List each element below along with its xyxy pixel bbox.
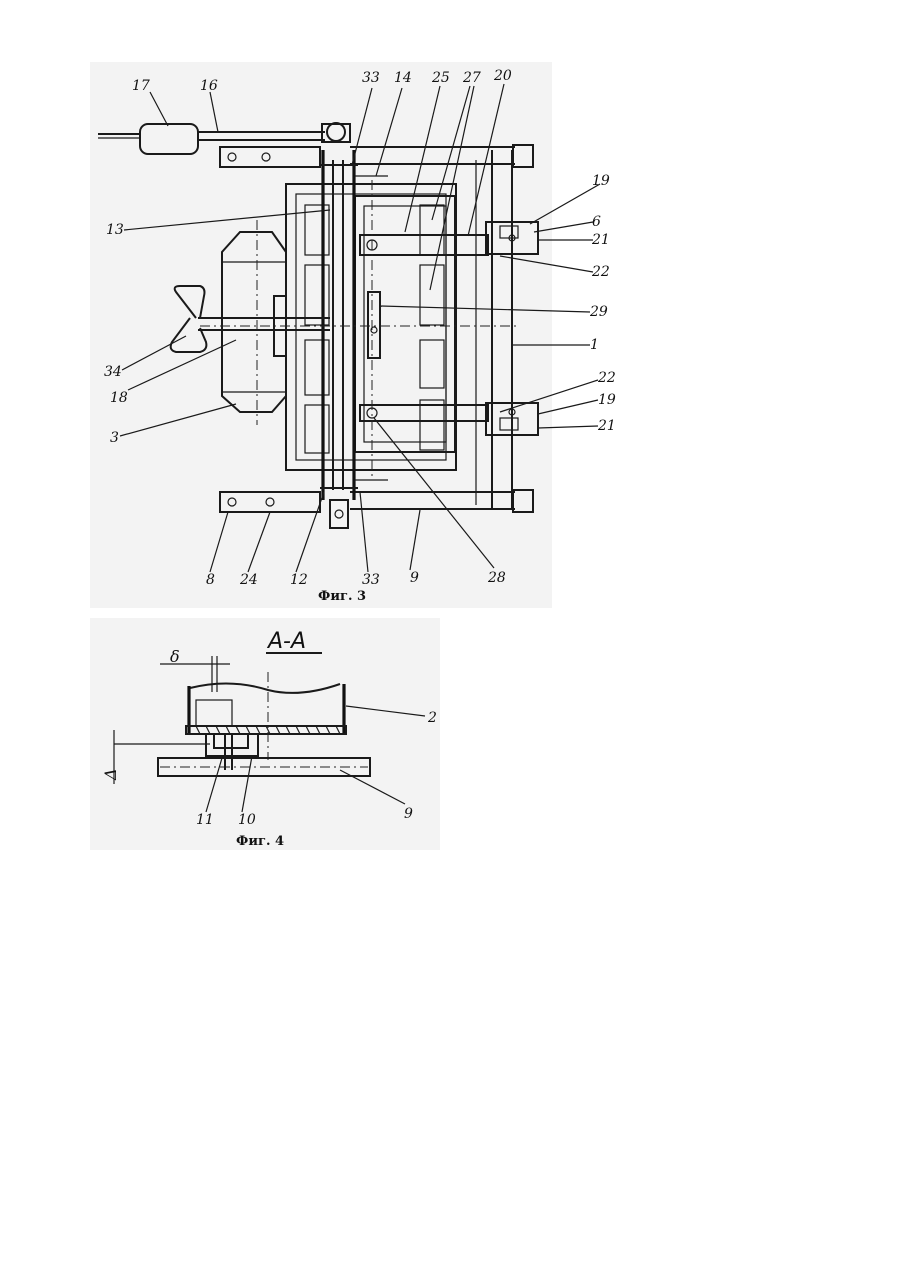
label-21-bottom: 21	[597, 418, 616, 434]
top-crossbar	[220, 145, 533, 167]
gap-dimension-delta: δ	[160, 647, 230, 692]
drum-3	[222, 232, 286, 412]
label-18: 18	[110, 390, 128, 406]
label-6: 6	[592, 214, 601, 230]
label-3: 3	[110, 430, 119, 446]
frame-1	[476, 150, 512, 510]
figure-3: 17 16 33 14 25 27 20 19 6 21 22 13 29 1 …	[98, 68, 616, 604]
label-33-bottom: 33	[362, 572, 380, 588]
label-9-fig4: 9	[404, 806, 413, 822]
label-1: 1	[590, 337, 599, 353]
label-24: 24	[239, 572, 258, 588]
label-14: 14	[394, 70, 412, 86]
label-29: 29	[589, 304, 608, 320]
label-25: 25	[431, 70, 450, 86]
figure-3-caption: Фиг. 3	[318, 589, 366, 604]
label-17: 17	[132, 78, 150, 94]
label-19-bottom: 19	[598, 392, 616, 408]
leader-lines	[120, 84, 600, 572]
label-21-top: 21	[591, 232, 610, 248]
figure-3-labels: 17 16 33 14 25 27 20 19 6 21 22 13 29 1 …	[104, 68, 616, 604]
label-20: 20	[493, 68, 512, 84]
pan-frame	[286, 184, 456, 470]
bottom-crossbar-9	[220, 490, 533, 512]
rail-9	[158, 758, 370, 776]
label-22-bottom: 22	[597, 370, 616, 386]
crank-handle-34	[171, 286, 330, 352]
label-33-top: 33	[362, 70, 380, 86]
drive-rod-16	[98, 123, 350, 154]
symbol-delta-big: Δ	[101, 768, 120, 781]
label-8: 8	[206, 572, 215, 588]
symbol-delta-small: δ	[170, 647, 180, 666]
label-10: 10	[238, 812, 256, 828]
label-28: 28	[487, 570, 506, 586]
label-34: 34	[104, 364, 122, 380]
label-9: 9	[410, 570, 419, 586]
section-title: А-А	[266, 629, 306, 654]
figure-4: А-А δ	[101, 629, 437, 849]
label-22-top: 22	[591, 264, 610, 280]
pan-2	[186, 672, 346, 760]
label-19-top: 19	[592, 173, 610, 189]
label-16: 16	[200, 78, 218, 94]
figure-4-caption: Фиг. 4	[236, 834, 284, 849]
label-2: 2	[427, 710, 437, 726]
label-11: 11	[196, 812, 214, 828]
label-12: 12	[290, 572, 308, 588]
label-13: 13	[106, 222, 124, 238]
label-27: 27	[462, 70, 481, 86]
shaft-12	[320, 150, 388, 528]
slot-29	[368, 292, 380, 358]
